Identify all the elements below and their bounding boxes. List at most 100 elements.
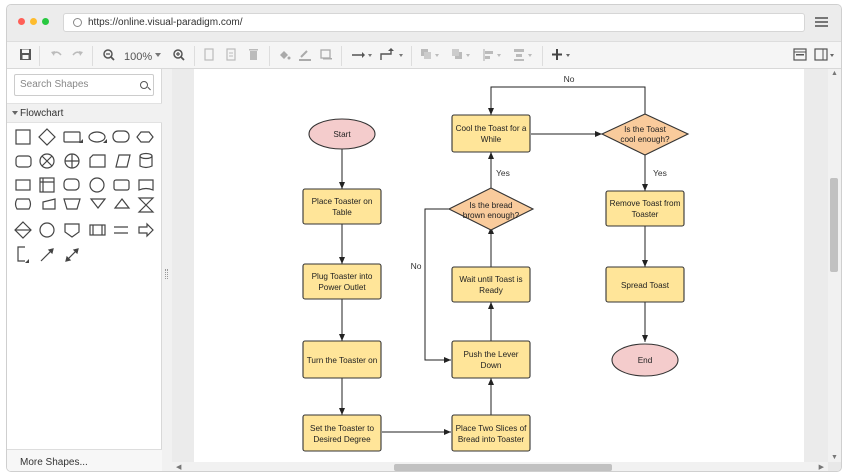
arrow-shape[interactable]: [138, 222, 154, 238]
label-yes-cool: Yes: [653, 168, 667, 178]
extract-shape[interactable]: [113, 198, 131, 209]
flowchart-category-header[interactable]: Flowchart: [7, 103, 162, 123]
sidebar-splitter[interactable]: [162, 69, 172, 471]
bracket-shape[interactable]: [17, 246, 25, 262]
waypoint-icon[interactable]: [379, 48, 405, 64]
diagram-page[interactable]: No Yes Yes No: [194, 69, 804, 462]
text-place-slices-2: Bread into Toaster: [458, 435, 525, 444]
horizontal-scroll-thumb[interactable]: [394, 464, 612, 471]
fill-color-icon[interactable]: [278, 48, 292, 64]
node-start[interactable]: [308, 118, 376, 150]
paste-icon[interactable]: [225, 48, 239, 64]
browser-menu-icon[interactable]: [815, 17, 828, 29]
node-wait[interactable]: [451, 266, 531, 303]
node-set-degree[interactable]: [302, 414, 382, 452]
annotation-lines-shape[interactable]: [114, 226, 128, 234]
connector-shape[interactable]: [89, 177, 105, 193]
node-remove-toast[interactable]: [605, 190, 685, 227]
line-color-icon[interactable]: [298, 48, 312, 64]
zoom-in-icon[interactable]: [172, 48, 186, 64]
process-shape[interactable]: [15, 129, 31, 145]
distribute-icon[interactable]: [513, 48, 537, 64]
terminator-shape[interactable]: [88, 131, 106, 143]
text-toast-cool-1: Is the Toast: [624, 125, 666, 134]
close-window-dot[interactable]: [18, 18, 25, 25]
zoom-dropdown-icon[interactable]: [155, 53, 163, 69]
diagram-canvas-area[interactable]: No Yes Yes No: [172, 69, 828, 462]
predefined-process-shape[interactable]: [15, 179, 31, 191]
node-bread-brown[interactable]: [447, 187, 535, 231]
node-place-slices[interactable]: [451, 414, 531, 452]
vertical-scroll-thumb[interactable]: [830, 178, 838, 272]
node-place-toaster[interactable]: [302, 188, 382, 225]
to-back-icon[interactable]: [451, 48, 475, 64]
search-icon[interactable]: [140, 81, 148, 89]
subprocess-shape[interactable]: [89, 224, 106, 236]
internal-storage-shape[interactable]: [39, 177, 55, 193]
zoom-level[interactable]: 100%: [124, 51, 153, 63]
collate-shape[interactable]: [137, 197, 155, 213]
shape-search-input[interactable]: Search Shapes: [14, 74, 154, 96]
node-plug-toaster[interactable]: [302, 263, 382, 300]
horizontal-scrollbar[interactable]: ◀ ▶: [172, 462, 828, 471]
manual-input-shape[interactable]: [42, 198, 56, 210]
text-end: End: [638, 356, 653, 365]
align-icon[interactable]: [482, 48, 506, 64]
shape-sidebar: Search Shapes Flowchart: [7, 69, 162, 471]
text-start: Start: [333, 130, 351, 139]
manual-operation-shape[interactable]: [63, 198, 81, 210]
more-shapes-button[interactable]: More Shapes...: [7, 449, 162, 471]
stored-data-shape[interactable]: [113, 179, 130, 191]
scroll-up-icon[interactable]: ▲: [831, 70, 838, 77]
redo-icon[interactable]: [70, 48, 84, 64]
alternate-process-shape[interactable]: [15, 155, 32, 168]
minimize-window-dot[interactable]: [30, 18, 37, 25]
collapse-arrow-icon[interactable]: [12, 111, 18, 115]
copy-icon[interactable]: [203, 48, 217, 64]
connector-icon[interactable]: [351, 48, 373, 64]
text-plug-toaster-2: Power Outlet: [318, 283, 366, 292]
process-rounded-shape[interactable]: [63, 131, 81, 143]
format-panel-icon[interactable]: [793, 48, 807, 64]
scroll-left-icon[interactable]: ◀: [176, 464, 182, 471]
delete-icon[interactable]: [247, 48, 261, 64]
text-wait-1: Wait until Toast is: [459, 275, 522, 284]
data-shape[interactable]: [115, 154, 131, 168]
document-shape[interactable]: [138, 179, 154, 191]
node-toast-cool[interactable]: [600, 113, 690, 156]
merge-shape[interactable]: [89, 198, 107, 209]
save-icon[interactable]: [19, 48, 33, 64]
node-cool-toast[interactable]: [451, 114, 531, 153]
shadow-icon[interactable]: [320, 48, 334, 64]
to-front-icon[interactable]: [420, 48, 444, 64]
vertical-scrollbar[interactable]: ▲ ▼: [828, 69, 841, 462]
edge-check-cool-no[interactable]: [488, 86, 646, 115]
address-bar[interactable]: https://online.visual-paradigm.com/: [63, 13, 805, 32]
direct-data-shape[interactable]: [63, 178, 80, 191]
display-shape[interactable]: [14, 198, 32, 210]
start-circle-shape[interactable]: [39, 222, 55, 238]
rounded-rect-shape[interactable]: [112, 130, 130, 143]
maximize-window-dot[interactable]: [42, 18, 49, 25]
decision-shape[interactable]: [38, 128, 56, 146]
node-end[interactable]: [611, 343, 679, 377]
undo-icon[interactable]: [50, 48, 64, 64]
text-bread-brown-2: brown enough?: [463, 211, 520, 220]
text-cool-toast-2: While: [481, 135, 502, 144]
url-text: https://online.visual-paradigm.com/: [88, 17, 243, 28]
preparation-shape[interactable]: [136, 131, 154, 143]
node-turn-on[interactable]: [302, 340, 382, 379]
node-spread-toast[interactable]: [605, 266, 685, 303]
text-cool-toast-1: Cool the Toast for a: [456, 124, 527, 133]
text-spread-toast: Spread Toast: [621, 281, 670, 290]
off-page-connector-shape[interactable]: [64, 223, 80, 238]
card-shape[interactable]: [89, 154, 106, 168]
insert-icon[interactable]: [551, 48, 575, 64]
scroll-right-icon[interactable]: ▶: [818, 464, 824, 471]
scroll-down-icon[interactable]: ▼: [831, 454, 838, 461]
shape-palette: [14, 128, 155, 263]
edge-brown-push-no[interactable]: [424, 208, 451, 363]
zoom-out-icon[interactable]: [102, 48, 116, 64]
outline-panel-icon[interactable]: [814, 48, 838, 64]
node-push-lever[interactable]: [451, 340, 531, 379]
